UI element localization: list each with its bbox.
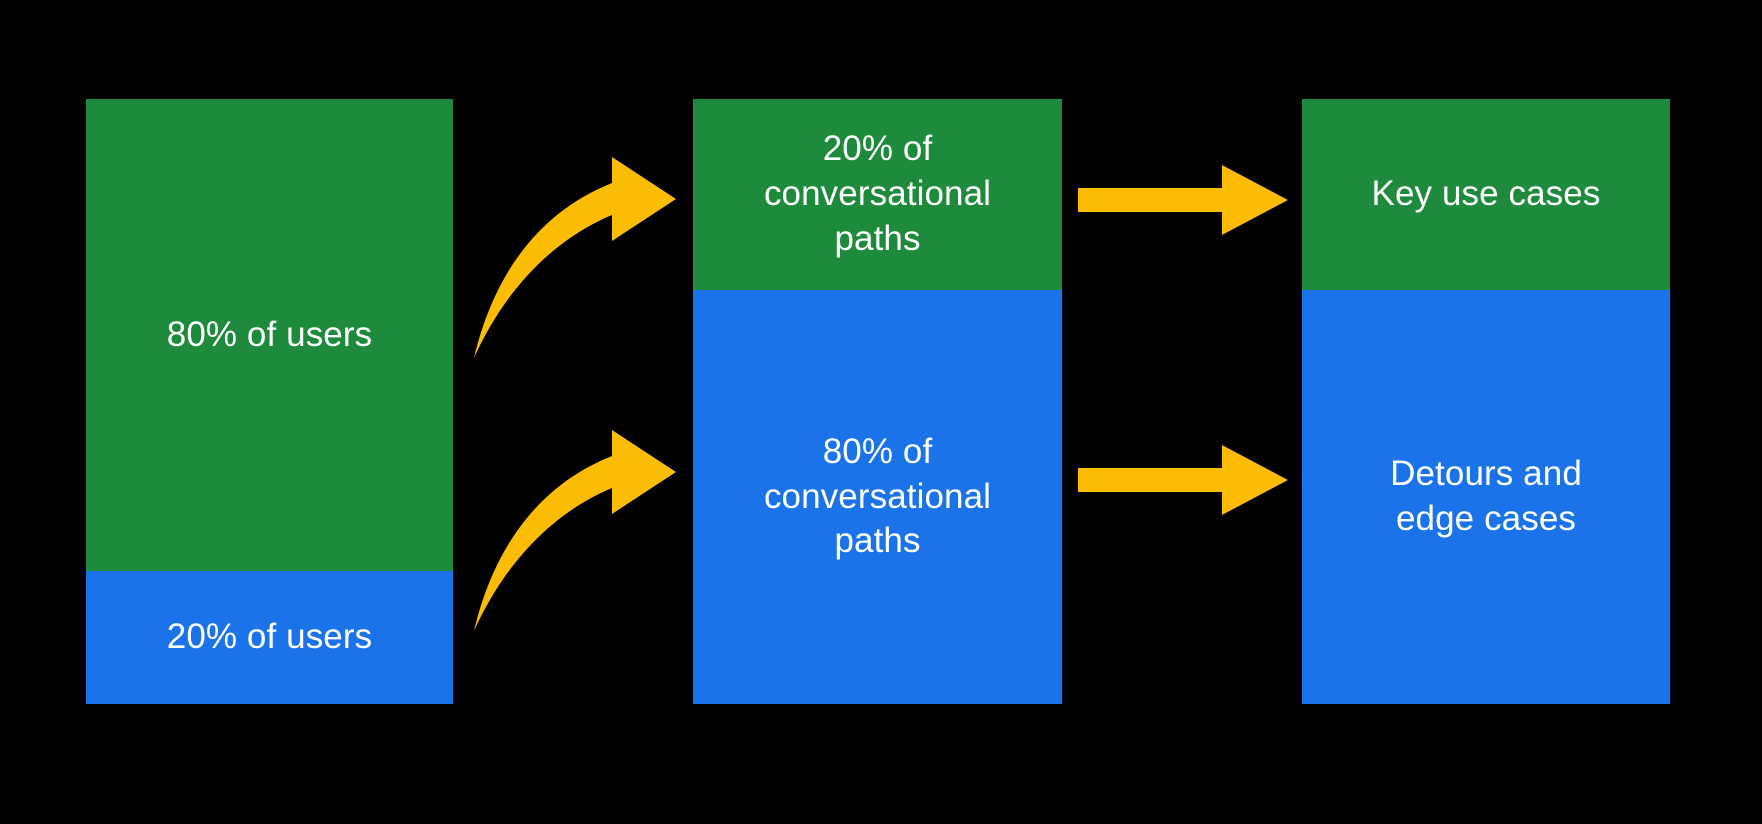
segment-users-majority-label: 80% of users [166,314,373,354]
segment-users-majority: 80% of users [86,99,453,571]
straight-arrow-upper-icon [1078,165,1288,235]
column-outcomes: Key use cases Detours and edge cases [1302,99,1670,704]
segment-users-minority: 20% of users [86,571,453,704]
segment-paths-minority-label: 20% of conversational paths [763,129,992,258]
segment-paths-majority: 80% of conversational paths [693,290,1062,704]
column-conversational-paths: 20% of conversational paths 80% of conve… [693,99,1062,704]
segment-outcome-key-use-cases: Key use cases [1302,99,1670,290]
segment-outcome-detours-label: Detours and edge cases [1390,454,1582,538]
segment-users-minority-label: 20% of users [166,617,373,657]
segment-outcome-detours: Detours and edge cases [1302,290,1670,704]
curved-arrow-upper-icon [474,157,676,358]
segment-paths-minority: 20% of conversational paths [693,99,1062,290]
segment-outcome-key-use-cases-label: Key use cases [1371,174,1601,214]
segment-paths-majority-label: 80% of conversational paths [763,431,992,561]
curved-arrow-lower-icon [474,430,676,631]
straight-arrow-lower-icon [1078,445,1288,515]
column-users: 80% of users 20% of users [86,99,453,704]
